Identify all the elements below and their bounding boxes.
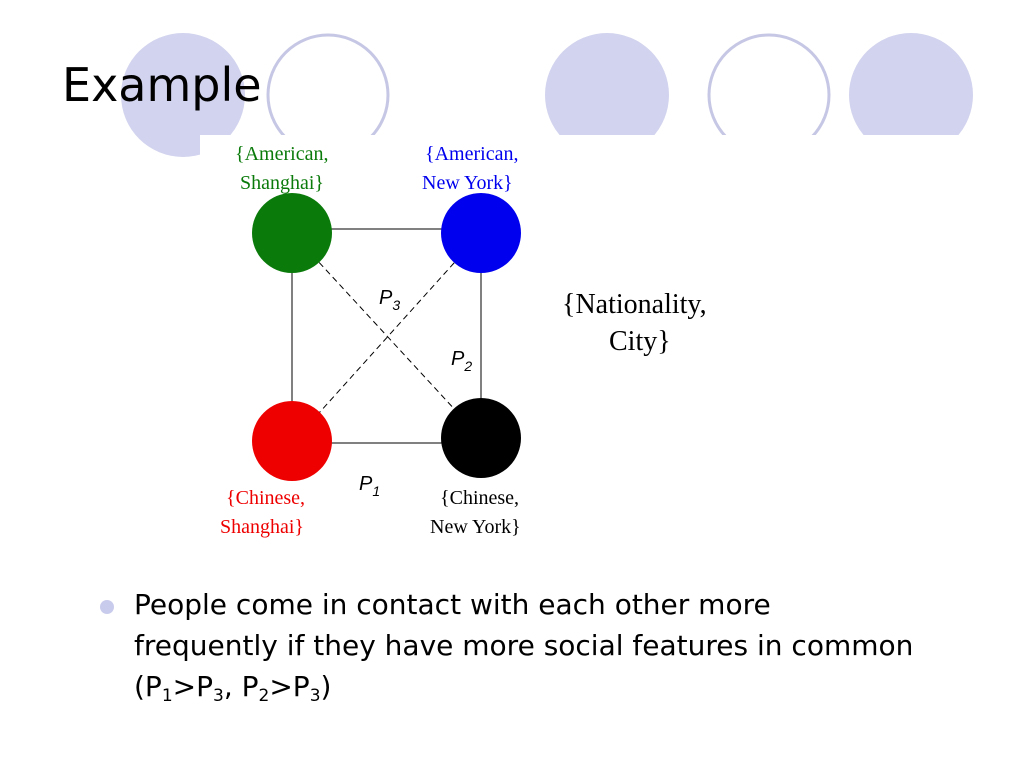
bullet-text-part1: People come in contact with each other m… <box>134 588 914 703</box>
edge-label-p2: P2 <box>451 348 472 374</box>
circle-filled-left <box>121 33 245 157</box>
bullet-text-part4: >P <box>269 670 310 703</box>
edge-diagonal-1 <box>291 232 482 439</box>
label-chinese-shanghai: {Chinese, Shanghai} <box>220 487 310 538</box>
feature-set-line1: {Nationality, <box>562 289 707 320</box>
label-american-shanghai: {American, Shanghai} <box>235 143 333 194</box>
edge-label-p1-sub: 1 <box>372 483 380 499</box>
feature-set-label: {Nationality, City} <box>562 289 714 357</box>
edge-label-p3-letter: P <box>379 287 393 309</box>
node-american-shanghai <box>252 193 332 273</box>
label-american-new-york-line1: {American, <box>425 143 518 165</box>
node-chinese-shanghai <box>252 401 332 481</box>
slide-title: Example <box>62 58 262 112</box>
label-chinese-new-york: {Chinese, New York} <box>430 487 524 538</box>
node-american-new-york <box>441 193 521 273</box>
bullet-sub-2: 3 <box>213 686 224 706</box>
bullet-text-part5: ) <box>320 670 332 703</box>
content-area-mask <box>200 135 1024 160</box>
node-chinese-new-york <box>441 398 521 478</box>
label-american-shanghai-line2: Shanghai} <box>240 172 324 194</box>
circle-filled-center <box>545 33 669 157</box>
decorative-circles <box>121 33 1024 160</box>
bullet-text-part2: >P <box>172 670 213 703</box>
label-chinese-new-york-line2: New York} <box>430 516 521 538</box>
label-chinese-shanghai-line2: Shanghai} <box>220 516 304 538</box>
bullet-sub-4: 3 <box>309 686 321 706</box>
label-american-new-york-line2: New York} <box>422 172 513 194</box>
edge-label-p1-letter: P <box>359 473 373 495</box>
edge-label-p2-sub: 2 <box>463 358 472 374</box>
edge-diagonal-2 <box>291 232 482 444</box>
label-american-shanghai-line1: {American, <box>235 143 328 165</box>
bullet-text: People come in contact with each other m… <box>134 584 914 707</box>
edge-label-p3: P3 <box>379 287 400 313</box>
edge-label-p2-letter: P <box>451 348 465 370</box>
label-chinese-new-york-line1: {Chinese, <box>440 487 519 509</box>
bullet-text-part3: , P <box>223 670 259 703</box>
bullet-sub-1: 1 <box>161 686 173 706</box>
label-american-new-york: {American, New York} <box>422 143 523 194</box>
label-chinese-shanghai-line1: {Chinese, <box>226 487 305 509</box>
circle-filled-right <box>849 33 973 157</box>
feature-set-line2: City} <box>609 326 671 357</box>
edge-label-p1: P1 <box>359 473 380 499</box>
edge-label-p3-sub: 3 <box>392 297 400 313</box>
bullet-sub-3: 2 <box>258 686 270 706</box>
bullet-dot-icon <box>100 600 114 614</box>
